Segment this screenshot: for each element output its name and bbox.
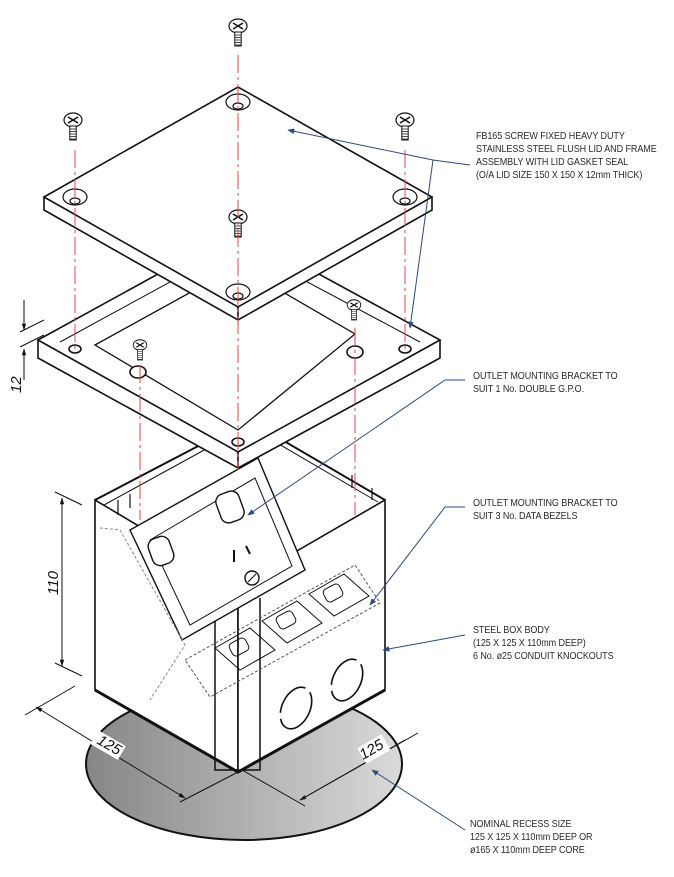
leader-lines (247, 128, 471, 831)
callout-lid: FB165 SCREW FIXED HEAVY DUTY STAINLESS S… (476, 130, 657, 182)
dim-box-height (54, 491, 83, 677)
callout-line: OUTLET MOUNTING BRACKET TO (473, 497, 618, 509)
callout-line: SUIT 3 No. DATA BEZELS (473, 510, 578, 522)
leader-recess (371, 769, 466, 831)
dim-lid-thickness (19, 300, 45, 380)
dim-lid-thickness-label: 12 (8, 376, 25, 393)
dim-box-height-label: 110 (45, 570, 62, 595)
callout-line: ASSEMBLY WITH LID GASKET SEAL (476, 156, 629, 168)
callout-line: STAINLESS STEEL FLUSH LID AND FRAME (476, 143, 657, 155)
callout-line: (O/A LID SIZE 150 X 150 X 12mm THICK) (476, 169, 643, 181)
leader-data (369, 506, 465, 606)
callout-line: ø165 X 110mm DEEP CORE (470, 844, 585, 856)
callout-line: OUTLET MOUNTING BRACKET TO (473, 370, 618, 382)
leader-frame (408, 159, 434, 329)
callout-gpo-bracket: OUTLET MOUNTING BRACKET TO SUIT 1 No. DO… (473, 370, 618, 396)
callout-recess: NOMINAL RECESS SIZE 125 X 125 X 110mm DE… (470, 818, 593, 857)
callout-box-body: STEEL BOX BODY (125 X 125 X 110mm DEEP) … (473, 624, 614, 663)
lid-screw (395, 112, 415, 141)
lid-screw (63, 112, 83, 141)
gpo-bracket (99, 457, 306, 701)
dim-base-right-label-box: 125 (357, 734, 391, 764)
callout-line: (125 X 125 X 110mm DEEP) (473, 637, 586, 649)
callout-line: 125 X 125 X 110mm DEEP OR (470, 831, 593, 843)
lid-screw (228, 18, 248, 47)
callout-line: SUIT 1 No. DOUBLE G.P.O. (473, 383, 585, 395)
callout-line: NOMINAL RECESS SIZE (470, 818, 572, 830)
leader-gpo (247, 379, 465, 516)
callout-data-bracket: OUTLET MOUNTING BRACKET TO SUIT 3 No. DA… (473, 497, 618, 523)
callout-line: 6 No. ø25 CONDUIT KNOCKOUTS (473, 650, 614, 662)
leader-box (382, 634, 466, 652)
callout-line: STEEL BOX BODY (473, 624, 550, 636)
data-bracket (184, 564, 381, 698)
centerlines (74, 55, 406, 520)
callout-line: FB165 SCREW FIXED HEAVY DUTY (476, 130, 625, 142)
